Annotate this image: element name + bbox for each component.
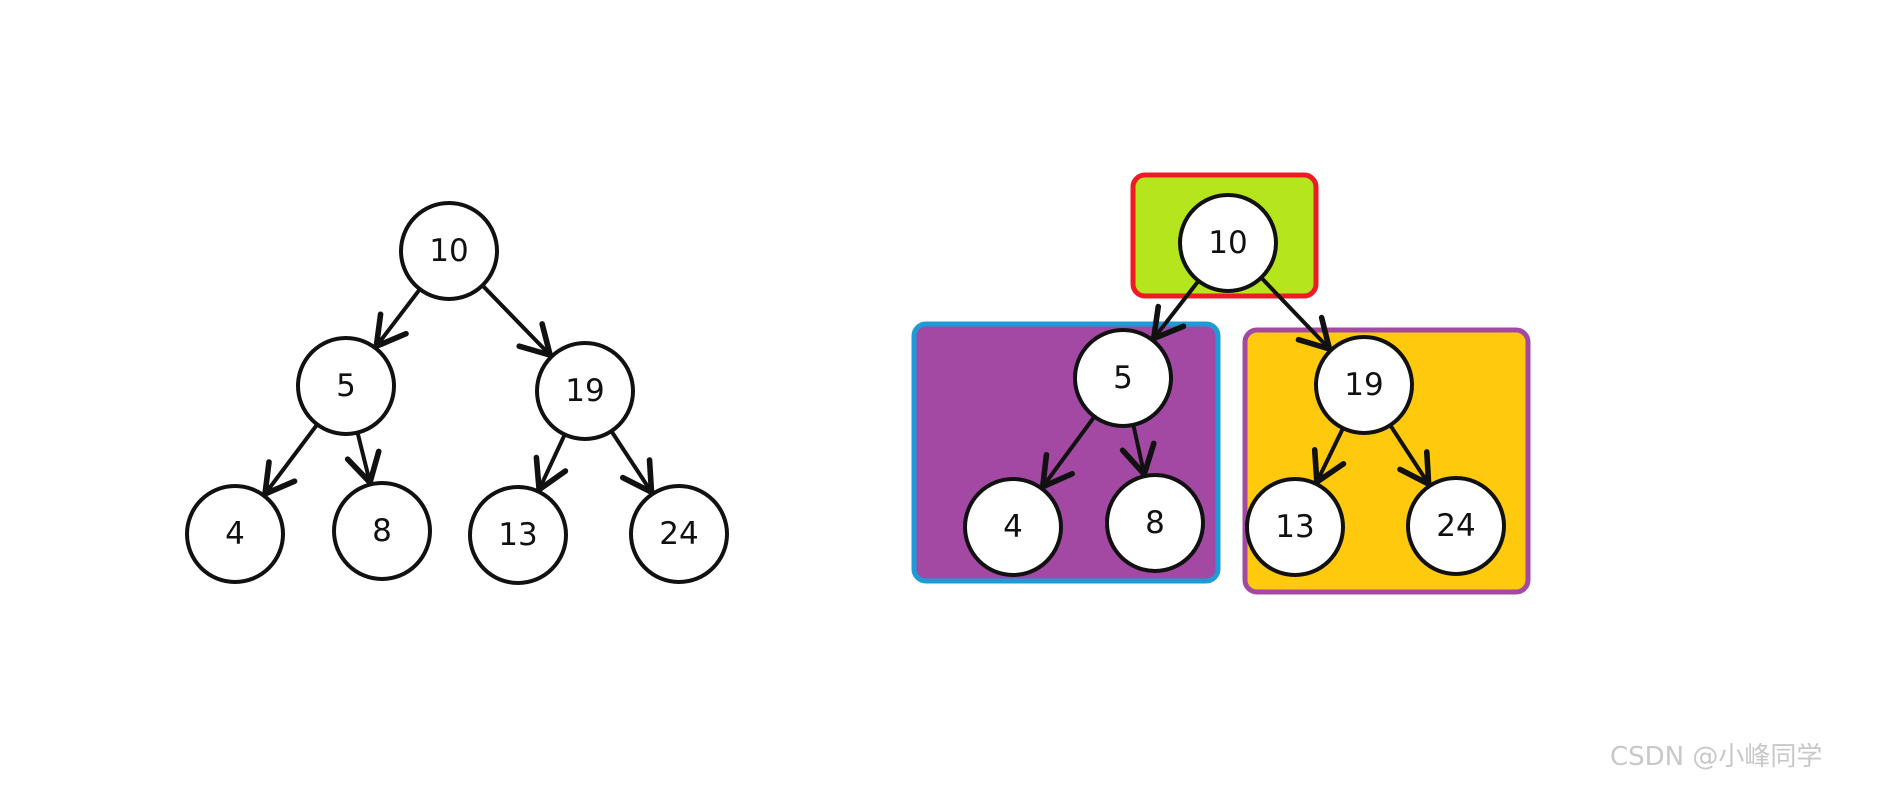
left-node-label: 10 <box>429 233 468 269</box>
right-node-circle <box>1245 477 1345 577</box>
right-tree: 10 5 19 4 8 13 24 <box>963 193 1506 577</box>
left-node-circle <box>296 336 396 436</box>
left-node-label: 19 <box>565 373 604 409</box>
left-node-19: 19 <box>535 341 635 441</box>
left-node-label: 5 <box>336 368 356 404</box>
right-node-8: 8 <box>1105 473 1205 573</box>
right-node-24: 24 <box>1406 476 1506 576</box>
right-node-19: 19 <box>1314 335 1414 435</box>
left-edge-n10-n19 <box>480 283 555 360</box>
left-node-circle <box>468 485 568 585</box>
right-node-label: 4 <box>1003 509 1023 545</box>
left-edge-n5-n4 <box>261 422 320 499</box>
right-node-circle <box>1314 335 1414 435</box>
left-node-13: 13 <box>468 485 568 585</box>
left-node-label: 24 <box>659 516 698 552</box>
right-edge-n5-n4 <box>1039 414 1097 492</box>
watermark-text: CSDN @小峰同学 <box>1610 742 1822 772</box>
right-node-10: 10 <box>1178 193 1278 293</box>
left-edge-n19-n24 <box>609 429 655 497</box>
left-node-circle <box>332 481 432 581</box>
right-node-circle <box>1178 193 1278 293</box>
right-node-5: 5 <box>1073 328 1173 428</box>
right-node-label: 13 <box>1275 509 1314 545</box>
left-node-circle <box>629 484 729 584</box>
left-tree-edges <box>261 283 655 499</box>
left-edge-n10-n5 <box>372 287 422 351</box>
right-node-label: 10 <box>1208 225 1247 261</box>
right-node-circle <box>1406 476 1506 576</box>
right-edge-n10-n19 <box>1259 275 1334 353</box>
left-edge-n19-n13 <box>533 432 569 495</box>
left-node-label: 13 <box>498 517 537 553</box>
left-node-24: 24 <box>629 484 729 584</box>
right-node-circle <box>963 477 1063 577</box>
right-node-label: 8 <box>1145 505 1165 541</box>
left-node-8: 8 <box>332 481 432 581</box>
left-tree: 10 5 19 4 8 13 24 <box>185 201 729 585</box>
left-node-circle <box>185 484 285 584</box>
right-tree-edges <box>1039 275 1432 492</box>
left-node-circle <box>399 201 499 301</box>
right-edge-n19-n24 <box>1388 423 1432 489</box>
left-node-circle <box>535 341 635 441</box>
left-node-5: 5 <box>296 336 396 436</box>
left-node-10: 10 <box>399 201 499 301</box>
left-node-label: 4 <box>225 516 245 552</box>
right-node-label: 19 <box>1344 367 1383 403</box>
right-node-label: 24 <box>1436 508 1475 544</box>
right-edge-n5-n8 <box>1119 422 1157 480</box>
left-node-label: 8 <box>372 513 392 549</box>
right-node-circle <box>1105 473 1205 573</box>
right-node-circle <box>1073 328 1173 428</box>
left-node-4: 4 <box>185 484 285 584</box>
right-node-label: 5 <box>1113 360 1133 396</box>
right-edge-n19-n13 <box>1311 426 1347 488</box>
right-edge-n10-n5 <box>1150 278 1201 343</box>
right-node-4: 4 <box>963 477 1063 577</box>
left-edge-n5-n8 <box>344 430 382 488</box>
right-node-13: 13 <box>1245 477 1345 577</box>
